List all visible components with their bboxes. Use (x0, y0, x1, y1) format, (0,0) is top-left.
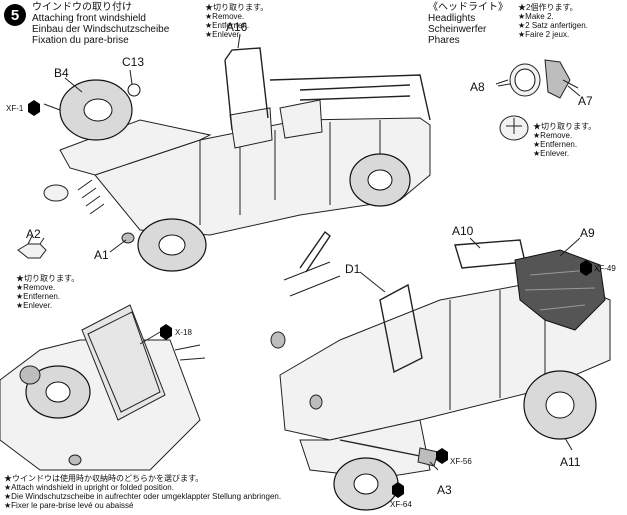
remove-note-fr: ★Enlever. (205, 30, 242, 39)
step-title-jp: ウインドウの取り付け (32, 2, 132, 13)
headlights-title-jp: 《ヘッドライト》 (428, 2, 508, 13)
make-note-jp: ★2個作ります。 (518, 3, 578, 12)
bottom-right-vehicle-drawing (270, 239, 611, 511)
bottom-left-vehicle-drawing (0, 304, 206, 471)
remove-note-en: ★Remove. (16, 283, 56, 292)
remove-note-fr: ★Enlever. (16, 301, 53, 310)
remove-note-de: ★Entfernen. (533, 140, 578, 149)
paint-marker-icon (160, 324, 172, 340)
windshield-note-fr: ★Fixer le pare-brise levé ou abaissé (4, 501, 134, 510)
remove-note-fr: ★Enlever. (533, 149, 570, 158)
part-label-a10: A10 (452, 224, 474, 238)
remove-note-de: ★Entfernen. (205, 21, 250, 30)
windshield-detail-drawing (283, 230, 341, 297)
headlights-make-note: ★2個作ります。 ★Make 2. ★2 Satz anfertigen. ★F… (518, 3, 588, 39)
step-title-de: Einbau der Windschutzscheibe (32, 24, 170, 35)
make-note-fr: ★Faire 2 jeux. (518, 30, 570, 39)
paint-marker-icon (28, 100, 40, 116)
part-label-d1: D1 (345, 262, 361, 276)
windshield-note-en: ★Attach windshield in upright or folded … (4, 483, 174, 492)
part-label-a2: A2 (26, 227, 41, 241)
paint-marker-icon (436, 448, 448, 464)
remove-note-top: ★切り取ります。 ★Remove. ★Entfernen. ★Enlever. (205, 3, 268, 39)
part-label-a9: A9 (580, 226, 595, 240)
remove-note-en: ★Remove. (205, 12, 245, 21)
headlights-title-block: 《ヘッドライト》 Headlights Scheinwerfer Phares (428, 2, 508, 46)
headlights-title-fr: Phares (428, 35, 460, 46)
remove-note-jp: ★切り取ります。 (533, 122, 597, 131)
paint-label-xf49: XF-49 (594, 264, 616, 273)
step-title-fr: Fixation du pare-brise (32, 35, 129, 46)
headlights-title-en: Headlights (428, 13, 476, 24)
step-title-block: ウインドウの取り付け Attaching front windshield Ei… (32, 2, 169, 46)
paint-label-xf64: XF-64 (390, 500, 412, 509)
paint-label-xf1: XF-1 (6, 104, 24, 113)
step-number-badge: 5 (4, 4, 26, 26)
paint-marker-icon (580, 260, 592, 276)
paint-marker-icon (392, 482, 404, 498)
part-label-a8: A8 (470, 80, 485, 94)
remove-note-de: ★Entfernen. (16, 292, 61, 301)
remove-note-jp: ★切り取ります。 (205, 3, 269, 12)
windshield-note-jp: ★ウインドウは使用時か収納時のどちらかを選びます。 (4, 474, 204, 483)
windshield-position-note: ★ウインドウは使用時か収納時のどちらかを選びます。 ★Attach windsh… (4, 474, 281, 510)
make-note-en: ★Make 2. (518, 12, 554, 21)
remove-note-jp: ★切り取ります。 (16, 274, 80, 283)
paint-label-xf56: XF-56 (450, 457, 472, 466)
part-label-a1: A1 (94, 248, 109, 262)
headlights-title-de: Scheinwerfer (428, 24, 487, 35)
part-label-a11: A11 (560, 455, 581, 469)
part-label-a3: A3 (437, 483, 452, 497)
part-label-c13: C13 (122, 55, 145, 69)
leader-lines (43, 33, 601, 471)
top-vehicle-drawing (17, 47, 431, 272)
headlight-drawing (495, 59, 579, 141)
make-note-de: ★2 Satz anfertigen. (518, 21, 588, 30)
paint-label-x18: X-18 (175, 328, 192, 337)
remove-note-left: ★切り取ります。 ★Remove. ★Entfernen. ★Enlever. (16, 274, 79, 310)
remove-note-right: ★切り取ります。 ★Remove. ★Entfernen. ★Enlever. (533, 122, 596, 158)
part-label-b4: B4 (54, 66, 69, 80)
step-title-en: Attaching front windshield (32, 13, 146, 24)
part-label-a7: A7 (578, 94, 593, 108)
part-label-a16: A16 (226, 20, 248, 34)
windshield-note-de: ★Die Windschutzscheibe in aufrechter ode… (4, 492, 282, 501)
remove-note-en: ★Remove. (533, 131, 573, 140)
